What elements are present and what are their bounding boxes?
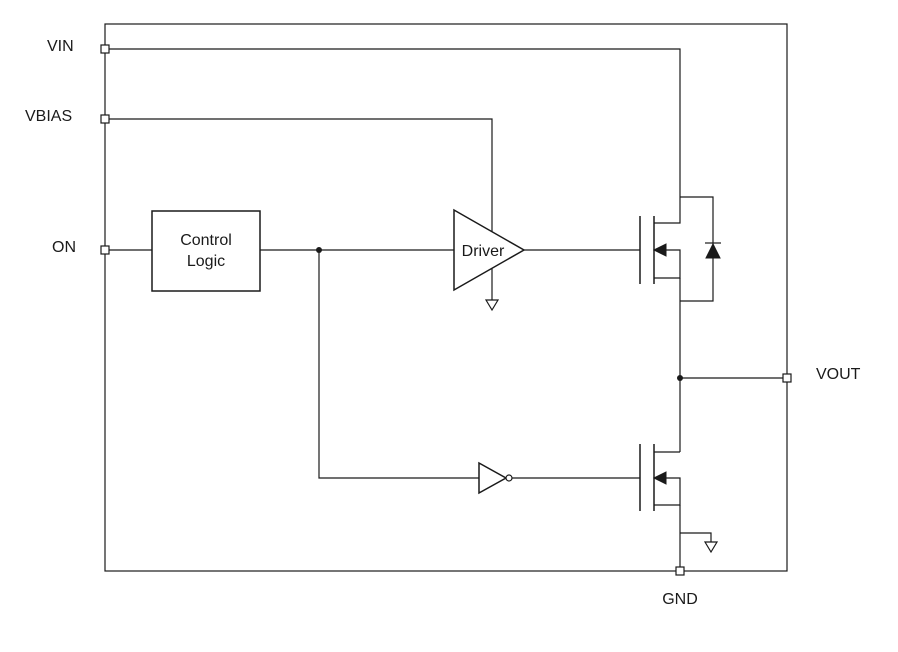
discharge-ground-icon bbox=[680, 532, 719, 554]
discharge-mosfet bbox=[639, 444, 681, 571]
junction-dot bbox=[316, 247, 322, 253]
vbias-label: VBIAS bbox=[25, 108, 72, 125]
body-diode-icon bbox=[680, 196, 721, 302]
driver-ground-icon bbox=[484, 268, 500, 312]
driver-buffer: Driver bbox=[453, 208, 526, 292]
vout-pin bbox=[782, 373, 792, 383]
on-pin bbox=[100, 245, 110, 255]
control-logic-label-line2: Logic bbox=[187, 253, 225, 270]
gnd-label: GND bbox=[662, 591, 698, 608]
branch-to-inverter-wire bbox=[318, 250, 479, 479]
vbias-pin bbox=[100, 114, 110, 124]
control-logic-label-line1: Control bbox=[180, 232, 232, 249]
gnd-pin bbox=[675, 566, 685, 576]
chip-outline bbox=[104, 23, 788, 572]
control-logic-block: Control Logic bbox=[151, 210, 261, 292]
driver-label: Driver bbox=[462, 243, 505, 260]
vbias-wire bbox=[105, 118, 493, 232]
vin-pin bbox=[100, 44, 110, 54]
vout-label: VOUT bbox=[816, 366, 861, 383]
on-label: ON bbox=[52, 239, 76, 256]
inverter bbox=[478, 461, 513, 495]
pass-mosfet bbox=[639, 197, 681, 378]
vin-label: VIN bbox=[47, 38, 74, 55]
vin-wire bbox=[105, 48, 681, 197]
